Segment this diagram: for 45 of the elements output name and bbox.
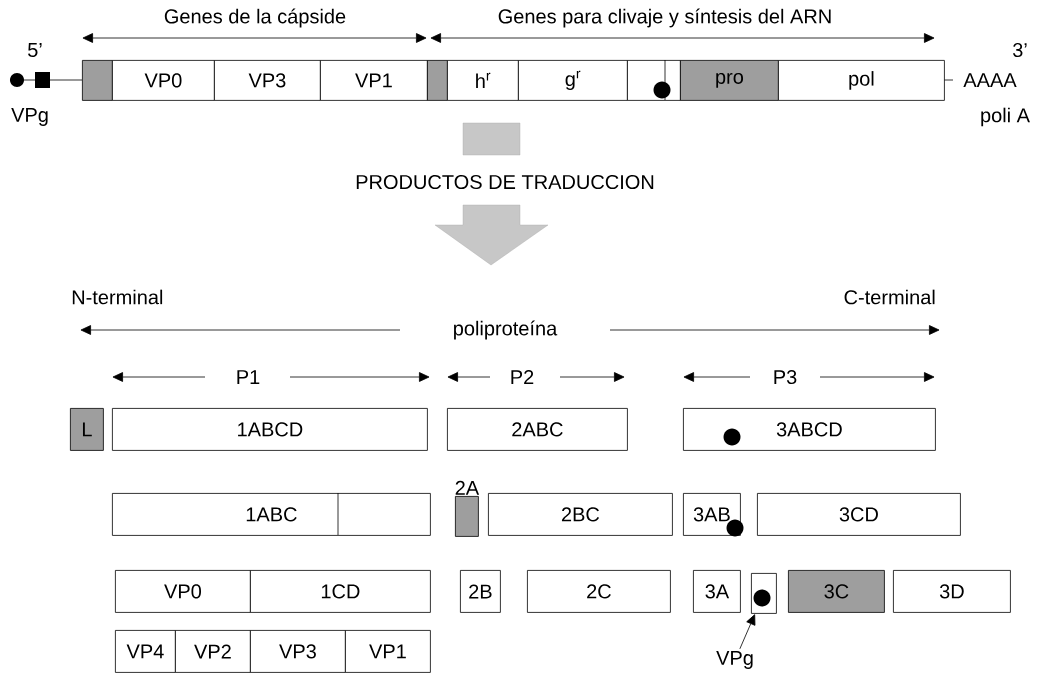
text-label: poli A [979, 106, 1032, 128]
protein-box: VP2 [175, 630, 251, 673]
protein-box: VP3 [214, 60, 321, 101]
span-label: P2 [508, 369, 536, 385]
text-label: 5’ [26, 42, 44, 58]
span-label: Genes para clivaje y síntesis del ARN [496, 7, 834, 29]
protein-box: 2B [460, 570, 501, 613]
protein-box: VP0 [112, 60, 215, 101]
span-label: P3 [771, 368, 799, 386]
protein-box: pro [680, 60, 779, 101]
protein-box: VP1 [345, 630, 431, 673]
protein-box: 2ABC [447, 408, 628, 451]
span-label: poliproteína [451, 319, 559, 341]
node-label: 2A [455, 480, 480, 495]
protein-box: L [70, 408, 104, 451]
protein-box: h$^{r}$ [447, 60, 519, 101]
segment-box [427, 60, 448, 101]
protein-box: 3ABCD [683, 408, 936, 451]
protein-box: 2BC [488, 493, 673, 536]
protein-box: 1CD [250, 570, 431, 613]
protein-box: 1ABCD [112, 408, 428, 451]
node-label: VPg [716, 651, 753, 669]
text-label: PRODUCTOS DE TRADUCCION [354, 173, 656, 191]
protein-box: VP0 [115, 570, 251, 613]
protein-box: 2A [455, 480, 480, 537]
protein-box: 3C [788, 570, 885, 613]
text-label: AAAA [962, 72, 1018, 88]
protein-box: pol [778, 60, 945, 101]
protein-box: 3A [693, 570, 741, 613]
protein-box: VP3 [250, 630, 346, 673]
segment-box [82, 60, 113, 101]
protein-box: VP1 [320, 60, 428, 101]
span-label: Genes de la cápside [162, 7, 348, 29]
arrow [739, 614, 756, 650]
protein-box: 3D [893, 570, 1011, 613]
protein-box: 3CD [757, 493, 961, 536]
protein-box: 1ABC [112, 493, 431, 536]
text-label: VPg [10, 107, 50, 127]
protein-box: 2C [527, 570, 671, 613]
protein-box: VP4 [115, 630, 176, 673]
text-label: 3’ [1011, 41, 1029, 59]
text-label: C-terminal [842, 288, 937, 306]
span-label: P1 [234, 369, 262, 385]
text-label: N-terminal [70, 288, 165, 306]
protein-box: 3AB [683, 493, 741, 536]
